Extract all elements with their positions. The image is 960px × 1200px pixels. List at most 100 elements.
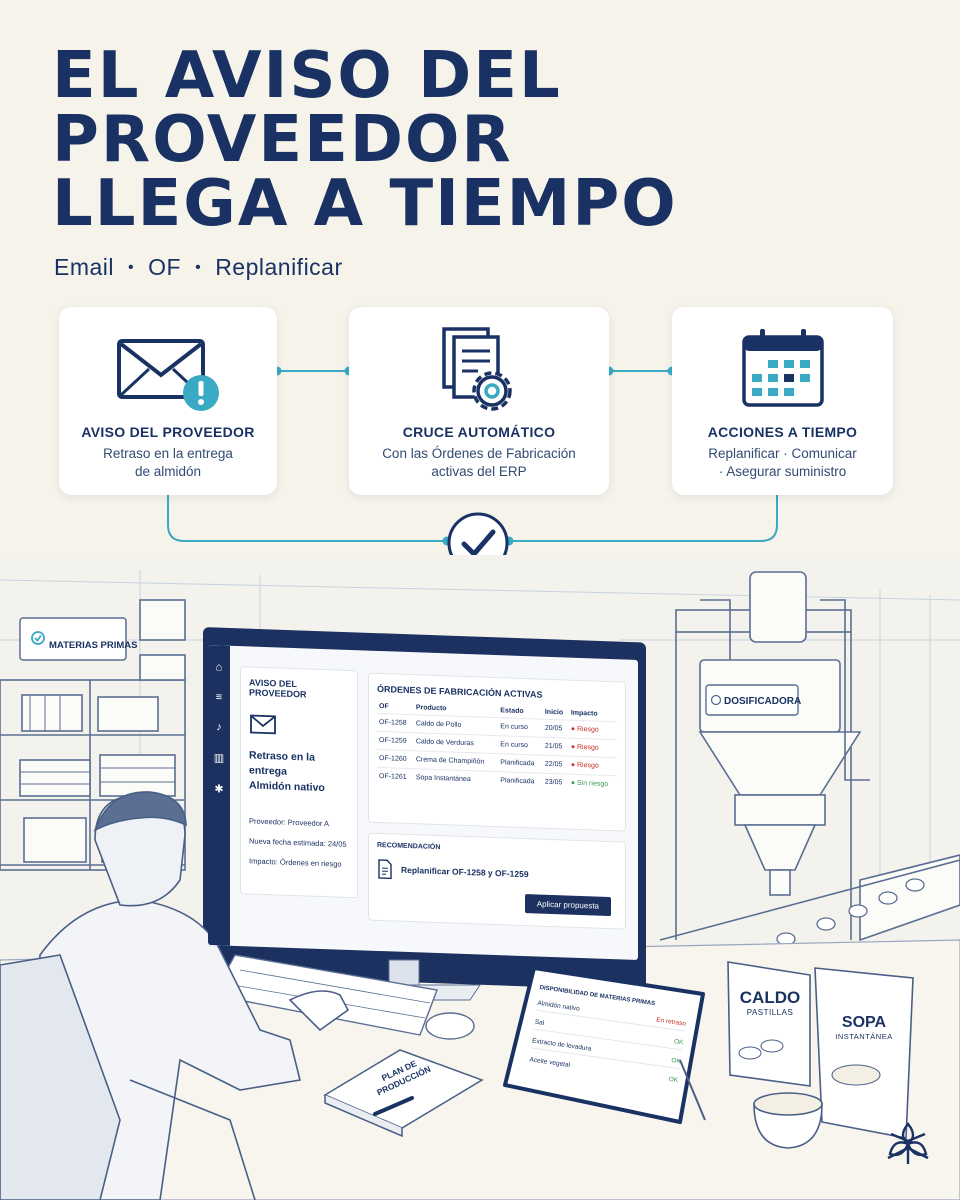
caldo-label: CALDO PASTILLAS — [730, 988, 810, 1017]
step-card-timely-actions: ACCIONES A TIEMPO Replanificar · Comunic… — [672, 307, 893, 495]
mouse — [425, 1012, 475, 1040]
sopa-label: SOPA INSTANTÁNEA — [820, 1014, 908, 1041]
recommendation-panel: RECOMENDACIÓN Replanificar OF-1258 y OF-… — [368, 832, 626, 930]
order-id: OF-1258 — [379, 718, 407, 727]
title-line-1: EL AVISO DEL — [52, 39, 562, 113]
product-name: CALDO — [739, 988, 801, 1007]
envelope-alert-icon — [117, 339, 219, 411]
order-impact-text: Riesgo — [577, 725, 599, 734]
caldo-box — [727, 961, 811, 1087]
material-status: En retraso — [655, 1016, 687, 1028]
orders-table: OF Producto Estado Inicio Impacto OF-125… — [377, 700, 617, 794]
subtitle: Email•OF•Replanificar — [54, 254, 343, 281]
step-description: Con las Órdenes de Fabricación activas d… — [359, 445, 599, 481]
provider-value: Proveedor A — [287, 817, 330, 829]
orders-panel: ÓRDENES DE FABRICACIÓN ACTIVAS OF Produc… — [368, 672, 626, 832]
subtitle-item-email: Email — [54, 254, 115, 280]
order-start: 23/05 — [544, 778, 563, 787]
order-product: Sopa Instantánea — [415, 774, 471, 784]
order-start: 22/05 — [544, 760, 563, 769]
document-icon — [378, 859, 392, 880]
step-description-line: Retraso en la entrega — [103, 446, 233, 461]
title-line-2: PROVEEDOR — [52, 103, 513, 177]
flow-connectors — [167, 366, 778, 574]
subtitle-separator: • — [128, 259, 135, 276]
material-status: OK — [673, 1038, 684, 1047]
step-description-line: · Asegurar suministro — [718, 464, 847, 479]
material-name: Extracto de levadura — [531, 1037, 592, 1053]
page-title: EL AVISO DEL PROVEEDOR LLEGA A TIEMPO — [52, 44, 812, 236]
impact-value: Órdenes en riesgo — [279, 857, 342, 869]
notice-message-line: Retraso en la entrega — [249, 749, 315, 778]
product-sub: PASTILLAS — [746, 1008, 794, 1017]
flower-logo-icon — [887, 1122, 929, 1164]
supplier-notice-panel: AVISO DEL PROVEEDOR Retraso en la entreg… — [240, 666, 358, 899]
step-card-auto-match: CRUCE AUTOMÁTICO Con las Órdenes de Fabr… — [349, 307, 609, 495]
app-sidebar: ⌂ ≡ ♪ ▥ ✱ — [208, 645, 230, 946]
order-impact: ● Riesgo — [570, 743, 599, 752]
step-description-line: Con las Órdenes de Fabricación — [382, 446, 576, 461]
notice-message: Retraso en la entrega Almidón nativo — [249, 748, 349, 796]
powder-bowl — [753, 1092, 823, 1149]
monitor-screen: ⌂ ≡ ♪ ▥ ✱ AVISO DEL PROVEEDOR Retraso en… — [208, 645, 638, 961]
product-sub: INSTANTÁNEA — [835, 1032, 893, 1041]
order-status: Planificada — [500, 759, 535, 768]
order-start: 21/05 — [544, 742, 563, 751]
menu-icon[interactable]: ≡ — [215, 691, 223, 704]
product-name: SOPA — [841, 1014, 887, 1031]
dosificadora-sign: DOSIFICADORA — [705, 684, 801, 716]
order-status: En curso — [500, 723, 528, 732]
impact-label: Impacto: — [249, 856, 278, 867]
order-start: 20/05 — [544, 724, 563, 733]
subtitle-item-replanificar: Replanificar — [215, 254, 343, 280]
order-impact: ● Sin riesgo — [570, 779, 609, 788]
machine-sign-text: DOSIFICADORA — [724, 696, 801, 707]
conveyor-items — [730, 878, 925, 959]
material-name: Aceite vegetal — [529, 1056, 571, 1069]
apply-proposal-button[interactable]: Aplicar propuesta — [524, 894, 611, 917]
warehouse-sign-text: MATERIAS PRIMAS — [49, 640, 138, 651]
order-id: OF-1259 — [379, 736, 407, 745]
materias-primas-sign: MATERIAS PRIMAS — [19, 617, 138, 661]
tablet — [503, 966, 706, 1124]
order-status: Planificada — [500, 777, 535, 786]
order-status: En curso — [500, 741, 528, 750]
step-title: CRUCE AUTOMÁTICO — [402, 424, 556, 440]
envelope-icon — [250, 714, 276, 735]
plan-notebook: PLAN DE PRODUCCIÓN — [323, 1049, 484, 1138]
step-description-line: Replanificar · Comunicar — [708, 446, 857, 461]
step-description-line: activas del ERP — [431, 464, 527, 479]
bell-icon[interactable]: ♪ — [216, 721, 222, 734]
step-description: Retraso en la entrega de almidón — [69, 445, 267, 481]
subtitle-separator: • — [195, 259, 202, 276]
step-title: ACCIONES A TIEMPO — [707, 424, 858, 440]
step-description-line: de almidón — [134, 464, 202, 479]
order-impact-text: Riesgo — [577, 761, 599, 770]
pen-icon — [373, 1096, 414, 1116]
provider-label: Proveedor: — [249, 816, 286, 827]
notice-details: Proveedor: Proveedor A Nueva fecha estim… — [249, 811, 349, 874]
column-header: Inicio — [544, 708, 564, 717]
chart-icon[interactable]: ▥ — [213, 752, 225, 765]
notice-heading: AVISO DEL PROVEEDOR — [249, 677, 307, 700]
person-at-desk — [0, 791, 350, 1200]
order-impact: ● Riesgo — [570, 761, 599, 770]
home-icon[interactable]: ⌂ — [215, 661, 223, 674]
order-impact-text: Riesgo — [577, 743, 599, 752]
date-value: 24/05 — [327, 839, 347, 849]
document-gear-icon — [442, 327, 512, 411]
order-impact: ● Riesgo — [570, 725, 599, 734]
recommendation-heading: RECOMENDACIÓN — [377, 841, 441, 852]
column-header: OF — [379, 702, 389, 711]
step-title: AVISO DEL PROVEEDOR — [81, 424, 255, 440]
material-name: Almidón nativo — [536, 999, 581, 1013]
gear-icon[interactable]: ✱ — [214, 783, 224, 796]
order-id: OF-1261 — [379, 772, 407, 781]
step-description: Replanificar · Comunicar · Asegurar sumi… — [682, 445, 883, 481]
recommendation-text: Replanificar OF-1258 y OF-1259 — [401, 864, 529, 880]
order-impact-text: Sin riesgo — [577, 779, 609, 788]
date-label: Nueva fecha estimada: — [249, 836, 326, 849]
material-status: OK — [668, 1075, 679, 1085]
order-id: OF-1260 — [379, 754, 407, 763]
material-status: OK — [670, 1057, 682, 1066]
